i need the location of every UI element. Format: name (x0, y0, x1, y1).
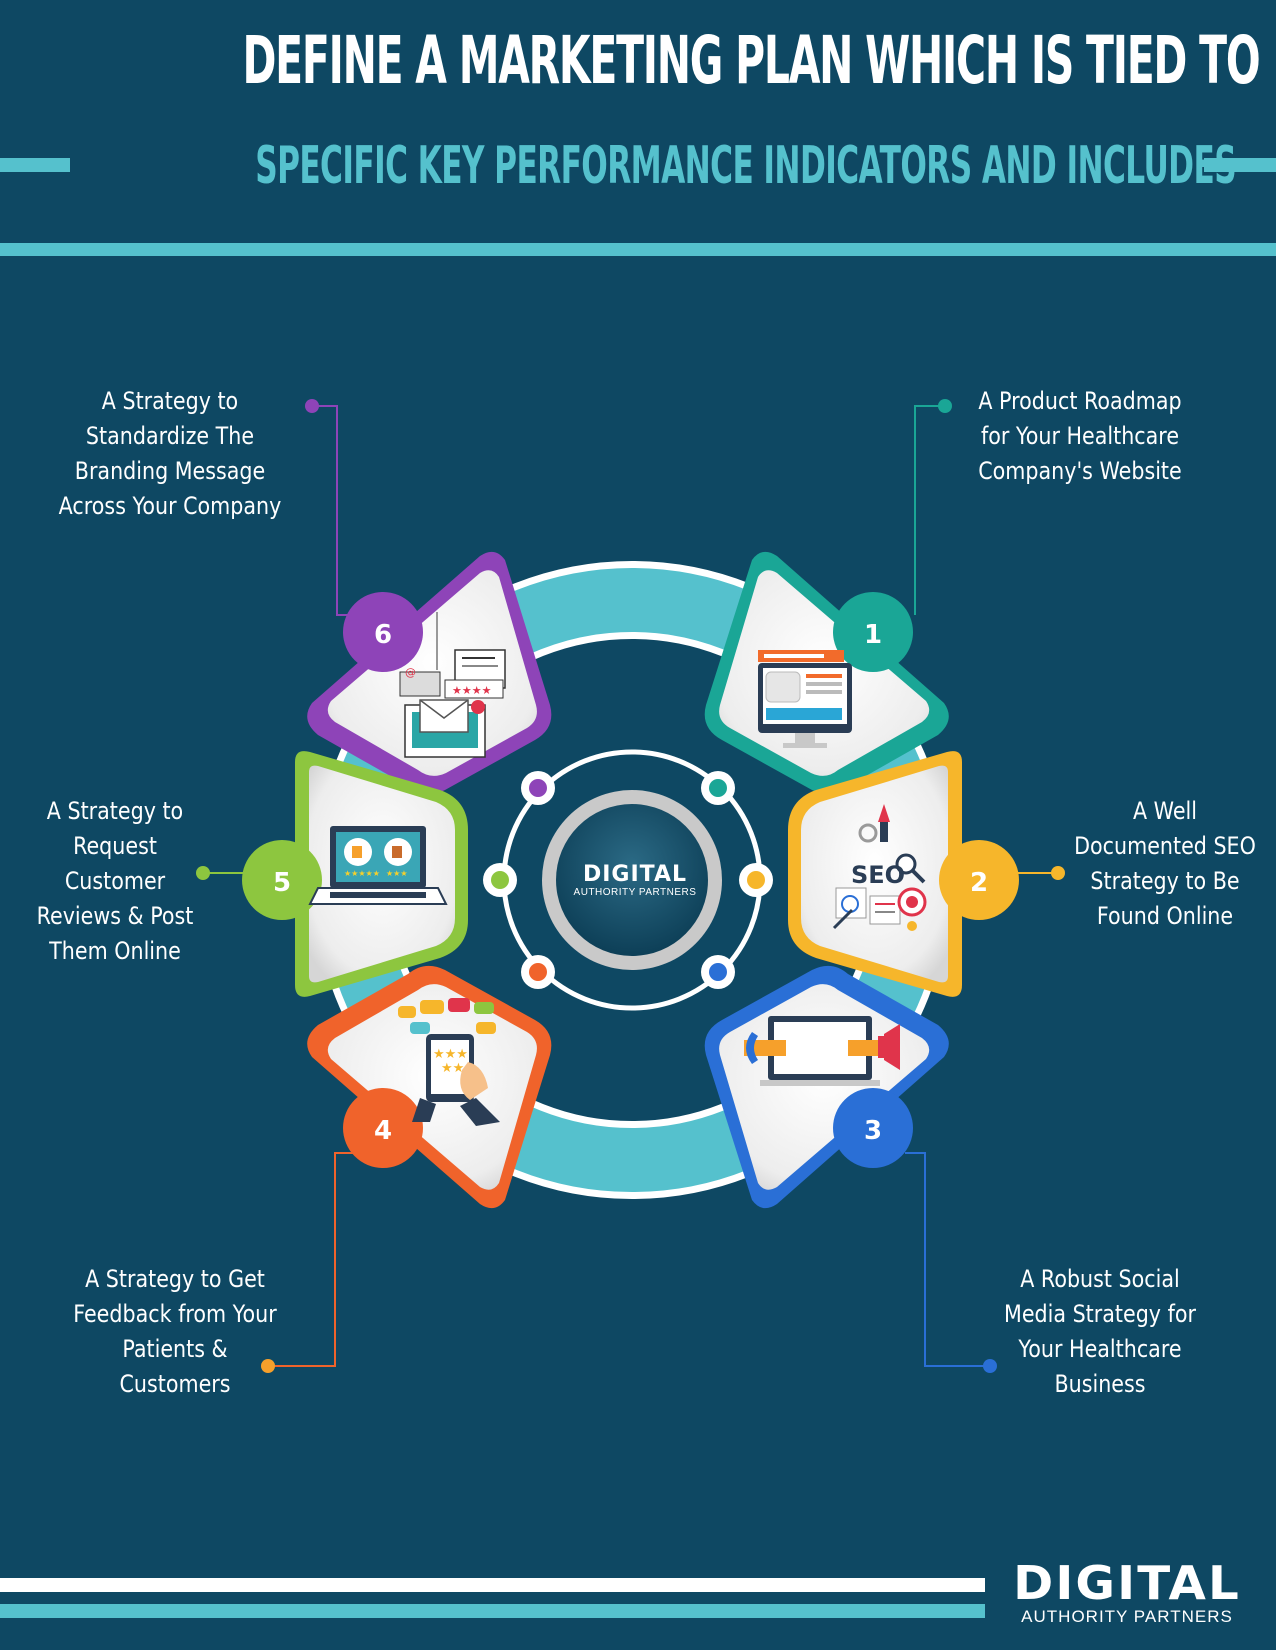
hub (556, 804, 708, 956)
connector-dot-1 (938, 399, 952, 413)
petal-6[interactable]: 6 ★★★★ @ (307, 551, 552, 795)
website-roadmap-icon (758, 650, 852, 748)
center-logo-wordmark: DIGITAL (582, 862, 688, 887)
petal-2-number: 2 (970, 868, 988, 898)
connector-dot-3 (983, 1359, 997, 1373)
connector-line-3 (905, 1152, 990, 1367)
petal-2[interactable]: 2 SEO (788, 751, 1019, 997)
svg-text:★★★: ★★★ (433, 1047, 468, 1062)
inner-ring-dots (483, 771, 773, 989)
branding-message-icon: ★★★★ @ (399, 612, 506, 758)
footer-logo: DIGITAL AUTHORITY PARTNERS (1004, 1560, 1250, 1625)
footer-logo-wordmark: DIGITAL (1013, 1556, 1241, 1610)
petal-6-number: 6 (374, 620, 392, 650)
header-divider (0, 243, 1276, 256)
petal-1[interactable]: 1 (704, 551, 949, 795)
footer-logo-tagline: AUTHORITY PARTNERS (1021, 1607, 1233, 1626)
subtitle-right-rule (1204, 158, 1276, 172)
footer-rule-white (0, 1578, 985, 1592)
connector-line-1 (914, 405, 945, 615)
seo-icon: SEO (832, 804, 927, 931)
svg-text:★★★★★: ★★★★★ (344, 869, 380, 878)
connector-dot-4 (261, 1359, 275, 1373)
connector-dot-5 (196, 866, 210, 880)
petal-5-number: 5 (273, 868, 291, 898)
subtitle-left-rule (0, 158, 70, 172)
svg-text:★★: ★★ (441, 1061, 464, 1076)
connector-dot-2 (1051, 866, 1065, 880)
petal-4-number: 4 (374, 1116, 392, 1146)
petal-3[interactable]: 3 (704, 965, 949, 1209)
petal-5[interactable]: 5 ★★★★★ ★★★ (242, 751, 468, 997)
svg-text:@: @ (405, 666, 416, 679)
reviews-laptop-icon: ★★★★★ ★★★ (308, 826, 448, 905)
feedback-icon: ★★★ ★★ (398, 998, 500, 1126)
petal-4[interactable]: 4 ★★★ ★★ (307, 965, 552, 1209)
center-logo-tagline: AUTHORITY PARTNERS (573, 887, 697, 898)
petal-3-number: 3 (864, 1116, 882, 1146)
connector-dot-6 (305, 399, 319, 413)
seo-text: SEO (851, 861, 905, 889)
center-logo: DIGITAL AUTHORITY PARTNERS (560, 864, 710, 898)
svg-text:★★★: ★★★ (386, 869, 408, 878)
connector-line-6 (312, 405, 370, 616)
footer-rule-teal (0, 1604, 985, 1618)
petal-1-number: 1 (864, 620, 882, 650)
social-media-icon (744, 1016, 900, 1086)
svg-text:★★★★: ★★★★ (452, 684, 492, 697)
